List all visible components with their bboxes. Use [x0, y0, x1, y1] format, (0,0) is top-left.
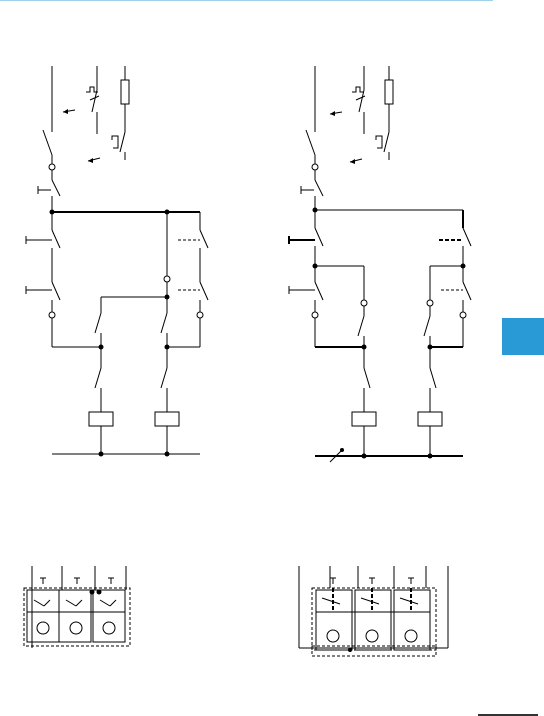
lamp-circle [366, 630, 378, 642]
contact-block-right [299, 566, 448, 656]
fuse-icon [121, 66, 129, 132]
thermal-contact-icon [112, 132, 125, 160]
branch-1-left [26, 212, 101, 347]
contact-symbols-left [34, 578, 116, 606]
fuse-icon [385, 66, 393, 132]
control-circuit-right [289, 66, 471, 462]
control-circuit-left [26, 66, 208, 457]
junction-dot [99, 452, 104, 457]
lamp-circle [103, 622, 115, 634]
supply-section-right [315, 66, 393, 164]
coil-branch-left [89, 347, 179, 454]
main-branch-right [301, 130, 323, 210]
branch-2-right [424, 210, 471, 347]
junction-dot [165, 452, 170, 457]
main-branch-left [38, 130, 60, 212]
lamp-circle [70, 622, 82, 634]
coil-icon [352, 412, 376, 426]
coil-icon [89, 412, 113, 426]
branch-1-right [289, 210, 367, 347]
branch-2-left [95, 212, 208, 347]
coil-icon [418, 412, 442, 426]
junction-dot [362, 454, 367, 459]
coil-branch-right [352, 347, 442, 454]
coil-icon [155, 412, 179, 426]
contact-symbols-right [322, 578, 418, 612]
contact-block-left [24, 566, 130, 648]
lamp-circle [405, 630, 417, 642]
junction-dot [428, 454, 433, 459]
supply-section-left [52, 66, 129, 163]
thermal-contact-icon [376, 132, 389, 160]
lamp-circle [327, 630, 339, 642]
lamp-circle [37, 622, 49, 634]
